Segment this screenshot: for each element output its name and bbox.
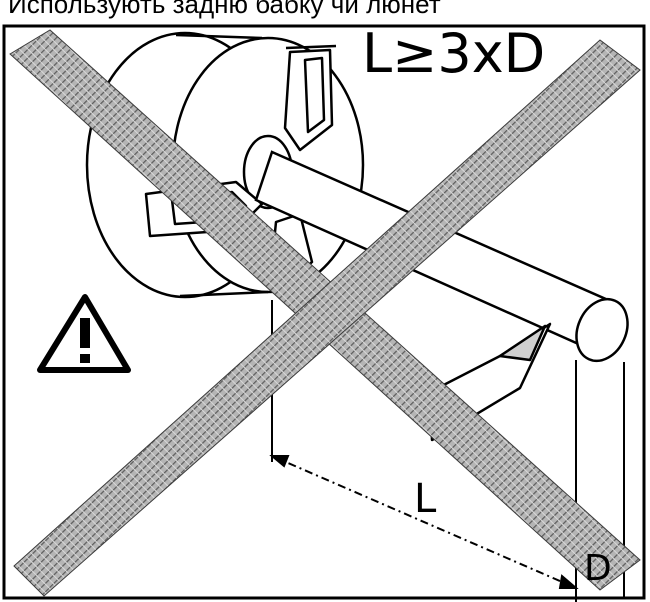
caption-text: Использують задню бабку чи люнет (8, 0, 441, 19)
crossed-out-x-icon (9, 29, 641, 597)
formula-label: L≥3xD (362, 22, 545, 85)
diagram-frame (2, 24, 646, 600)
length-label: L (414, 476, 437, 522)
diameter-label: D (584, 548, 612, 589)
chuck-jaw-top (283, 44, 337, 152)
warning-triangle-icon (37, 294, 131, 373)
